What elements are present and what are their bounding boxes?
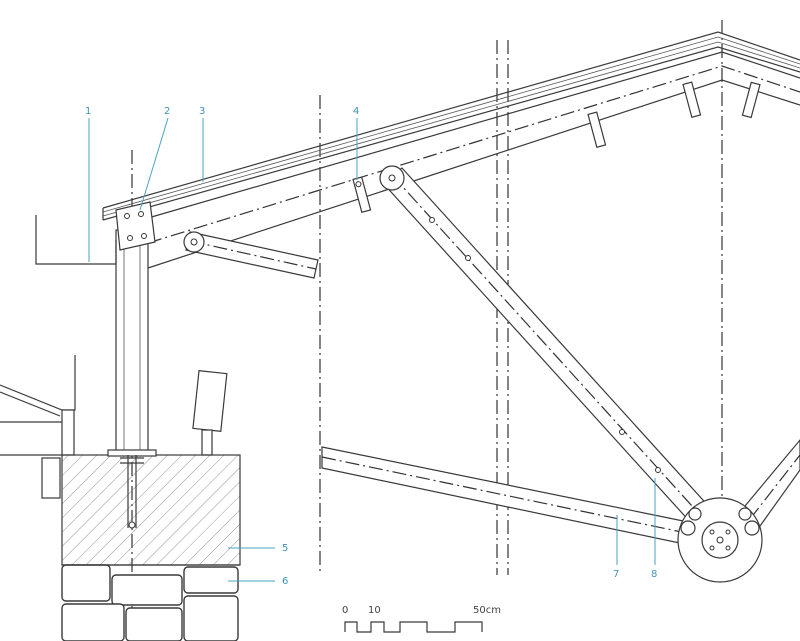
hub-node <box>677 497 763 583</box>
scale-tick-10: 10 <box>368 605 381 616</box>
callout-label-1: 1 <box>85 106 91 117</box>
callout-label-6: 6 <box>282 576 288 587</box>
callout-leaders <box>88 117 656 582</box>
eave-wall <box>0 355 76 499</box>
callout-label-2: 2 <box>164 106 170 117</box>
callout-labels: 1 2 3 4 5 6 7 8 <box>85 106 657 587</box>
rafter-beam <box>147 51 800 269</box>
gutter <box>35 215 117 265</box>
callout-label-5: 5 <box>282 543 288 554</box>
purlin-clips <box>352 81 761 214</box>
stone-masonry <box>61 564 240 641</box>
scale-tick-50: 50cm <box>473 605 501 616</box>
scale-tick-0: 0 <box>342 605 348 616</box>
scale-bar: 0 10 50cm <box>342 605 501 633</box>
callout-label-4: 4 <box>353 106 359 117</box>
roof-cover <box>102 31 800 221</box>
lamp-fixture <box>192 370 228 456</box>
callout-label-3: 3 <box>199 106 205 117</box>
short-strut <box>183 231 319 279</box>
callout-label-7: 7 <box>613 569 619 580</box>
steel-column <box>115 201 156 456</box>
concrete-foundation <box>61 449 241 566</box>
callout-label-8: 8 <box>651 569 657 580</box>
